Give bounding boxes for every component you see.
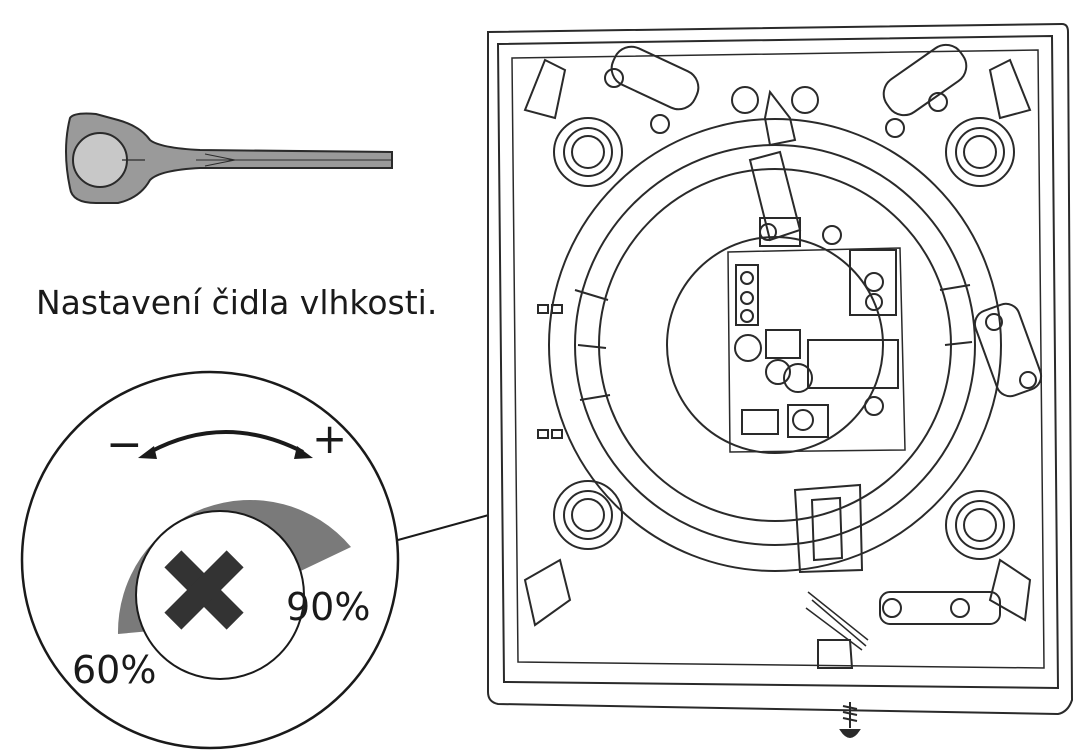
fan-housing-icon [487,22,1074,716]
screwdriver-key-icon [65,112,393,204]
page-title: Nastavení čidla vlhkosti. [36,283,438,322]
max-humidity-label: 90% [286,585,371,629]
adjust-direction-arrow [149,430,304,454]
min-humidity-label: 60% [72,648,157,692]
x-head-potentiometer-icon [164,550,244,630]
screw-icon [839,702,861,738]
decrease-sign: − [106,419,143,470]
increase-sign: + [312,414,348,463]
adjuster-magnifier [20,370,400,750]
